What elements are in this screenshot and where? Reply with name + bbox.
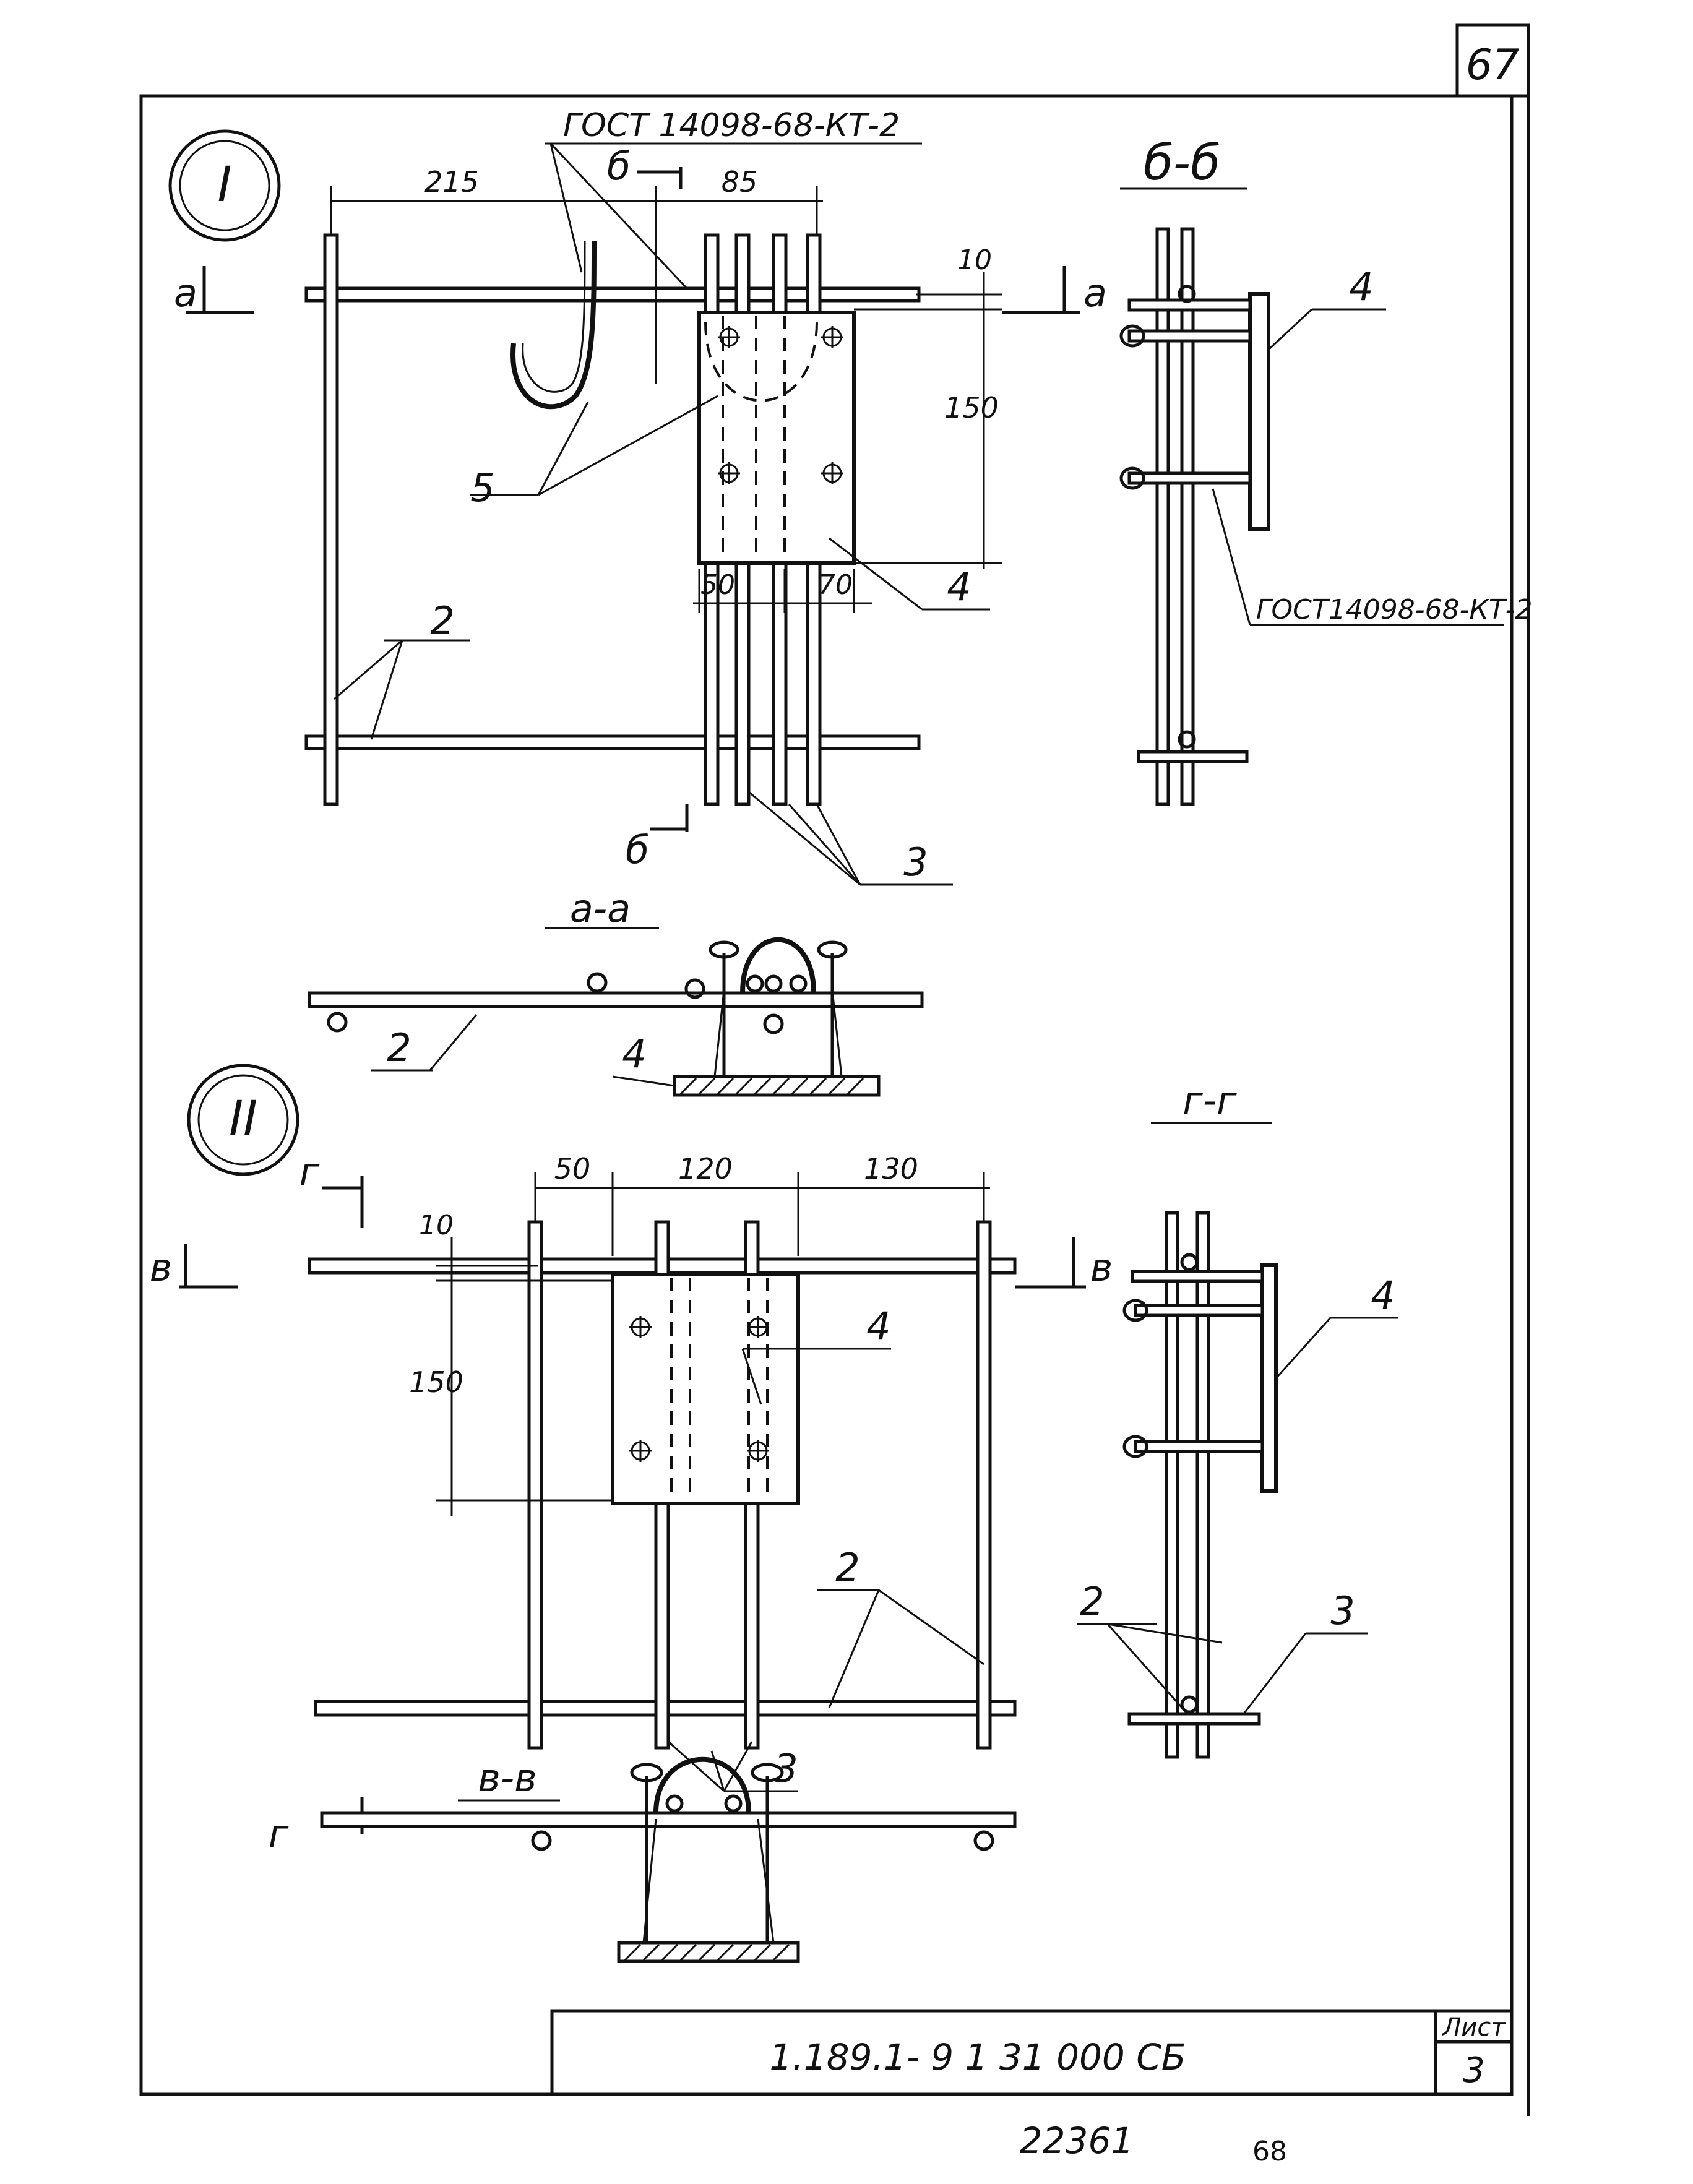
section-bb-view bbox=[1119, 187, 1504, 806]
section-vv-title: в-в bbox=[478, 1755, 536, 1800]
node-I-section-b-bottom: б bbox=[626, 827, 649, 872]
node-II-dim-150: 150 bbox=[409, 1365, 463, 1399]
drawing-designation: 1.189.1- 9 1 31 000 СБ bbox=[769, 2036, 1186, 2078]
section-gg-callout-2: 2 bbox=[1080, 1579, 1104, 1624]
node-II-dim-10: 10 bbox=[419, 1210, 454, 1241]
section-gg-title: г-г bbox=[1183, 1078, 1237, 1123]
section-gg-callout-3: 3 bbox=[1330, 1588, 1355, 1633]
node-I-dim-85: 85 bbox=[722, 165, 758, 199]
section-bb-callout-4: 4 bbox=[1349, 264, 1373, 309]
section-vv-view bbox=[320, 1756, 1017, 1963]
node-II-callout-2: 2 bbox=[835, 1545, 859, 1590]
section-aa-callout-4: 4 bbox=[622, 1031, 646, 1077]
node-II-section-v-left: в bbox=[150, 1245, 173, 1290]
node-II-dim-130: 130 bbox=[864, 1152, 918, 1185]
bottom-page-number: 68 bbox=[1252, 2136, 1287, 2167]
node-I-dim-150: 150 bbox=[944, 391, 999, 424]
section-bb-gost-label: ГОСТ14098-68-КТ-2 bbox=[1256, 594, 1532, 626]
node-I-marker: I bbox=[217, 157, 231, 213]
node-I-gost-label: ГОСТ 14098-68-КТ-2 bbox=[563, 107, 900, 144]
node-I-callout-4: 4 bbox=[947, 564, 971, 609]
node-II-section-g-left-top: г bbox=[299, 1149, 320, 1194]
title-block bbox=[550, 2009, 1514, 2096]
node-I-dim-10: 10 bbox=[957, 244, 992, 276]
sheet-number: 3 bbox=[1463, 2050, 1485, 2091]
section-bb-title: б-б bbox=[1144, 135, 1220, 191]
node-II-dim-50: 50 bbox=[554, 1152, 591, 1185]
node-II-section-g-left-bottom: г bbox=[269, 1811, 289, 1856]
sheet-label: Лист bbox=[1441, 2013, 1506, 2042]
top-page-number: 67 bbox=[1466, 41, 1520, 90]
node-I-section-b-top: б bbox=[607, 144, 631, 189]
node-I-dim-50: 50 bbox=[700, 569, 735, 601]
node-II-marker: II bbox=[229, 1091, 257, 1147]
node-II-dim-120: 120 bbox=[678, 1152, 733, 1185]
node-I-callout-2: 2 bbox=[430, 598, 454, 643]
section-aa-title: а-а bbox=[570, 886, 631, 931]
node-II-section-v-right: в bbox=[1090, 1245, 1113, 1290]
node-I-section-a-left: а bbox=[174, 270, 197, 316]
node-I-section-a-right: а bbox=[1083, 270, 1107, 316]
node-I-dim-215: 215 bbox=[424, 165, 479, 199]
node-I-callout-3: 3 bbox=[903, 840, 928, 885]
node-I-callout-5: 5 bbox=[470, 465, 494, 510]
section-aa-callout-2: 2 bbox=[387, 1025, 411, 1070]
node-II-callout-4: 4 bbox=[866, 1304, 890, 1349]
section-gg-callout-4: 4 bbox=[1371, 1273, 1395, 1318]
section-aa-view bbox=[308, 927, 924, 1097]
node-II-callout-3: 3 bbox=[773, 1746, 798, 1791]
section-gg-view bbox=[1077, 1122, 1398, 1759]
node-I-plan bbox=[168, 129, 1080, 886]
inventory-number: 22361 bbox=[1020, 2120, 1134, 2162]
node-II-plan bbox=[179, 1064, 1086, 1834]
node-I-dim-70: 70 bbox=[818, 569, 853, 601]
